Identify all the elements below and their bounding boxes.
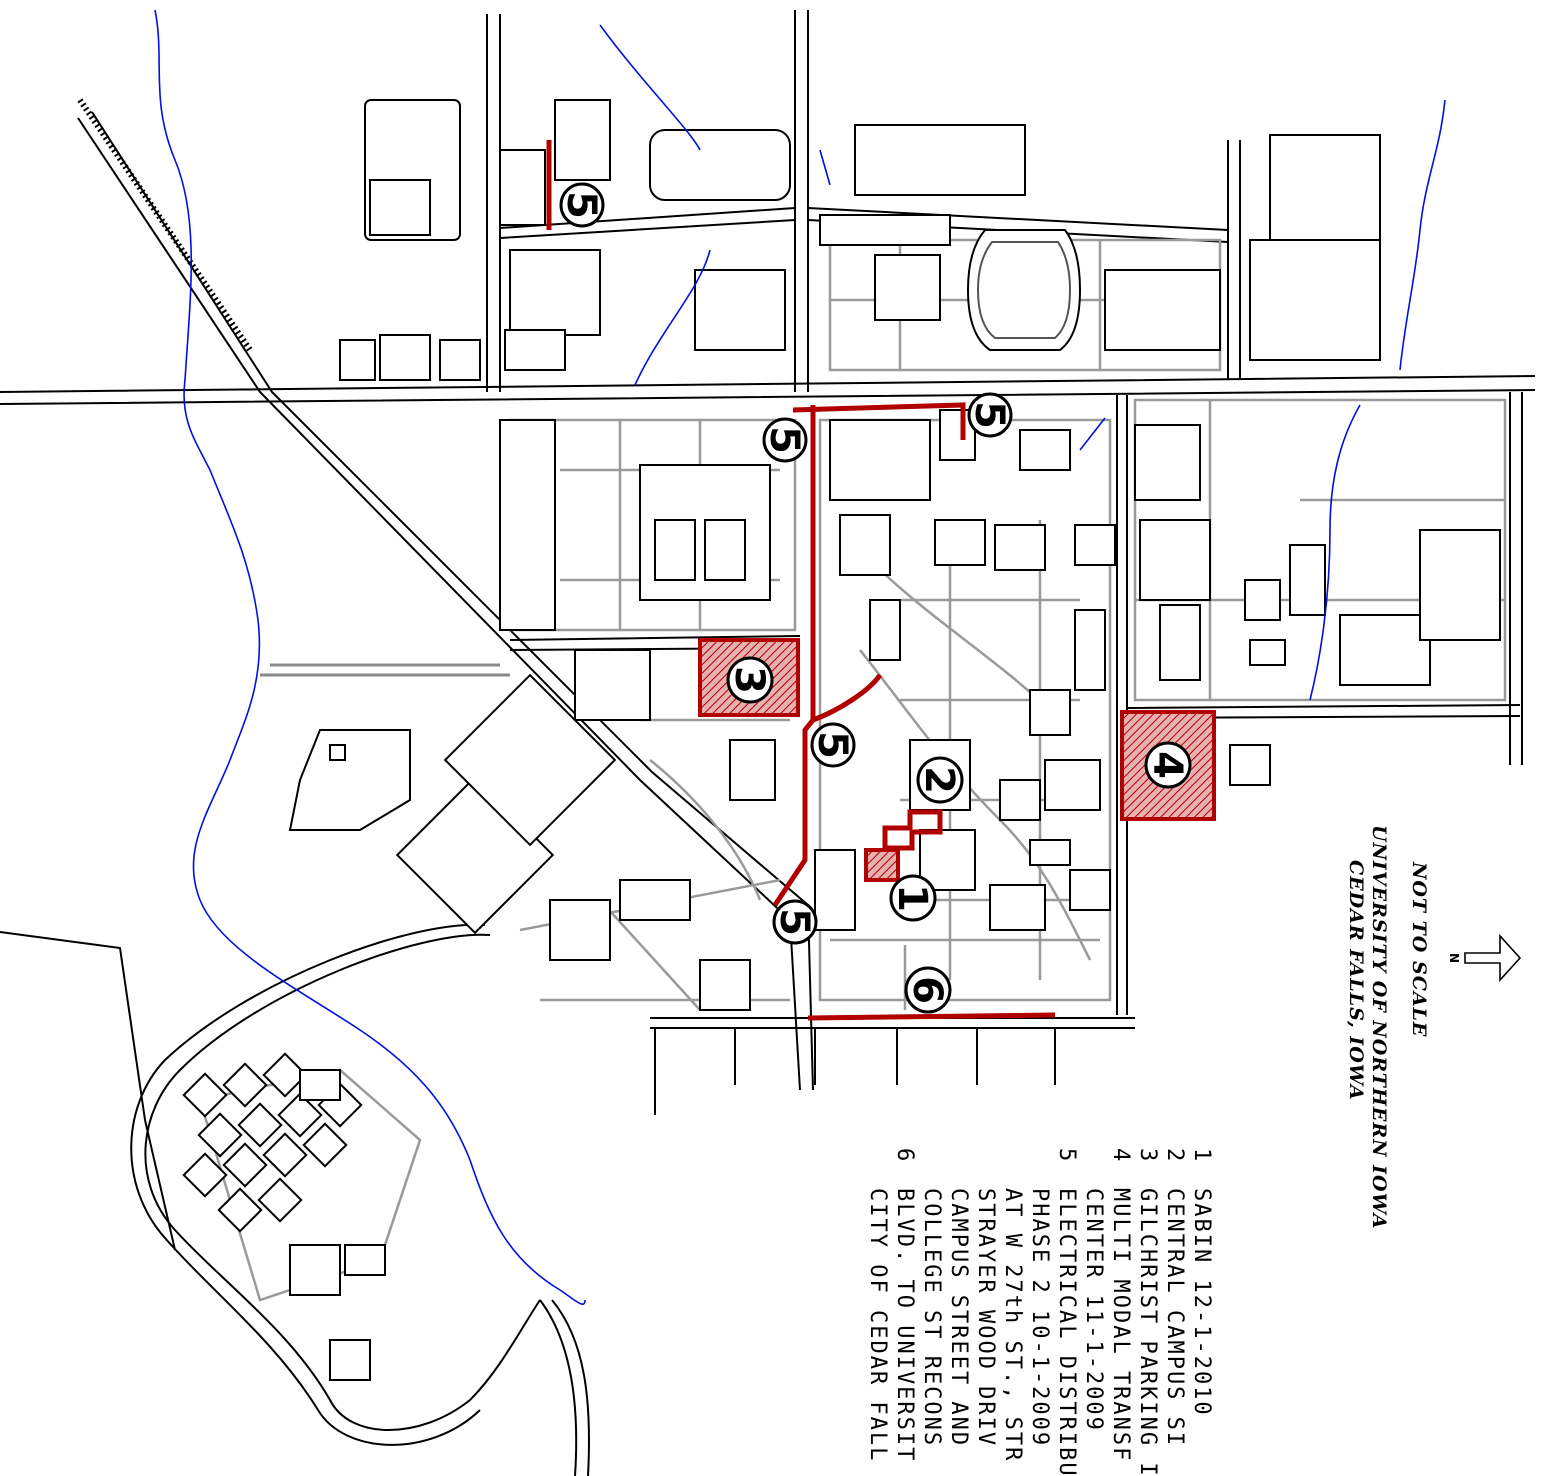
marker-6: 6: [904, 966, 952, 1014]
svg-text:5: 5: [771, 908, 817, 936]
svg-text:COLLEGE ST RECONS: COLLEGE ST RECONS: [919, 1188, 944, 1447]
svg-text:1: 1: [889, 884, 935, 912]
svg-text:3: 3: [726, 666, 772, 694]
svg-text:2: 2: [916, 766, 962, 794]
svg-text:4: 4: [1144, 751, 1190, 779]
marker-4: 4: [1144, 741, 1192, 789]
marker-5-middle: 5: [809, 722, 856, 768]
svg-text:CENTER 11-1-2009: CENTER 11-1-2009: [1081, 1188, 1106, 1432]
creeks: [154, 9, 1446, 1305]
svg-text:BLVD. TO UNIVERSIT: BLVD. TO UNIVERSIT: [892, 1188, 917, 1462]
marker-5-top-right: 5: [966, 392, 1013, 438]
svg-text:ELECTRICAL DISTRIBU: ELECTRICAL DISTRIBU: [1054, 1188, 1079, 1476]
marker-5-west: 5: [761, 417, 808, 463]
svg-text:6: 6: [892, 1148, 917, 1163]
svg-text:MULTI MODAL TRANSF: MULTI MODAL TRANSF: [1108, 1188, 1133, 1462]
svg-text:N: N: [1447, 953, 1461, 963]
svg-text:CAMPUS STREET AND: CAMPUS STREET AND: [946, 1188, 971, 1447]
svg-text:PHASE 2 10-1-2009: PHASE 2 10-1-2009: [1027, 1188, 1052, 1447]
marker-3: 3: [726, 656, 774, 704]
svg-text:1: 1: [1189, 1148, 1214, 1163]
residence-pods: [182, 1052, 386, 1381]
svg-text:5: 5: [1054, 1148, 1079, 1163]
svg-text:UNIVERSITY OF NORTHERN IOWA: UNIVERSITY OF NORTHERN IOWA: [1368, 825, 1390, 1229]
svg-text:2: 2: [1162, 1148, 1187, 1163]
svg-text:CENTRAL CAMPUS SI: CENTRAL CAMPUS SI: [1162, 1188, 1187, 1447]
road-network: [0, 10, 1536, 1476]
svg-text:GILCHRIST PARKING I: GILCHRIST PARKING I: [1135, 1188, 1160, 1476]
svg-text:STRAYER WOOD DRIV: STRAYER WOOD DRIV: [973, 1188, 998, 1447]
project-markers: 5 5 5 3 5 2 4 1: [558, 182, 1192, 1014]
legend: 1 SABIN 12-1-2010 2 CENTRAL CAMPUS SI 3 …: [865, 1148, 1214, 1476]
buildings: [182, 99, 1501, 1381]
north-arrow-icon: N: [1447, 933, 1522, 983]
svg-text:CITY OF CEDAR FALL: CITY OF CEDAR FALL: [865, 1188, 890, 1462]
marker-2: 2: [916, 756, 964, 804]
svg-text:5: 5: [761, 426, 807, 454]
svg-text:NOT TO SCALE: NOT TO SCALE: [1408, 861, 1430, 1037]
svg-text:3: 3: [1135, 1148, 1160, 1163]
svg-text:5: 5: [966, 401, 1012, 429]
marker-5-south: 5: [771, 899, 818, 945]
svg-text:6: 6: [904, 976, 950, 1004]
svg-text:AT W 27th ST., STR: AT W 27th ST., STR: [1000, 1188, 1025, 1462]
marker-1: 1: [889, 874, 937, 922]
svg-text:5: 5: [809, 731, 855, 759]
svg-text:4: 4: [1108, 1148, 1133, 1163]
svg-text:CEDAR FALLS, IOWA: CEDAR FALLS, IOWA: [1345, 860, 1367, 1101]
marker-5-north: 5: [558, 182, 605, 228]
svg-text:SABIN 12-1-2010: SABIN 12-1-2010: [1189, 1188, 1214, 1417]
svg-text:5: 5: [558, 191, 604, 219]
map-title: UNIVERSITY OF NORTHERN IOWA CEDAR FALLS,…: [1345, 825, 1430, 1229]
